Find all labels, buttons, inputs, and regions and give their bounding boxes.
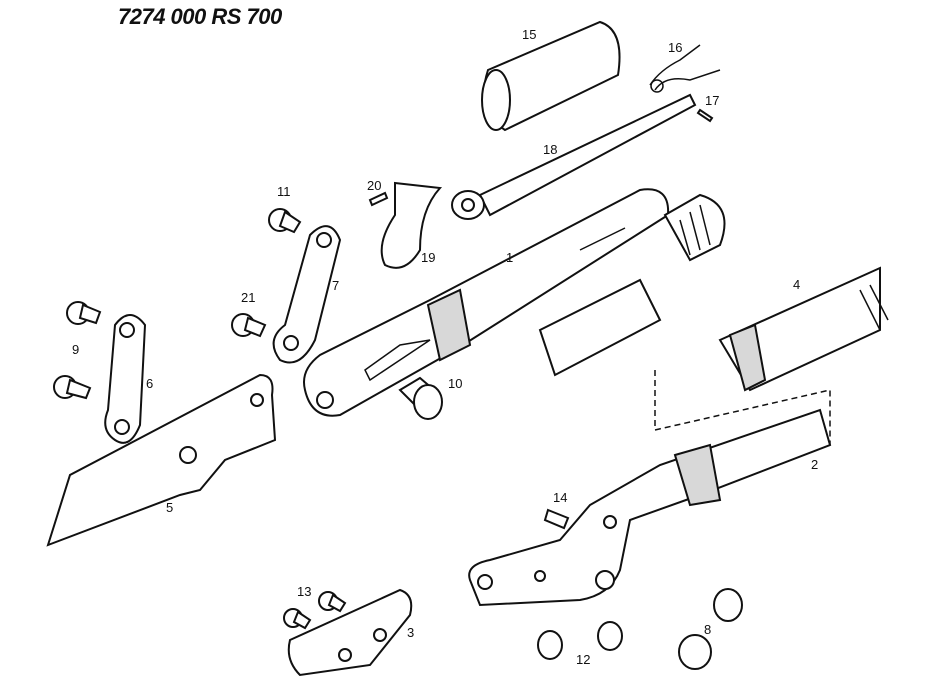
part-8-caps <box>678 588 743 670</box>
label-8: 8 <box>704 622 711 637</box>
part-15-sleeve <box>481 20 621 132</box>
label-4: 4 <box>793 277 800 292</box>
part-16-spring <box>649 44 721 93</box>
part-3-anvil <box>287 588 413 677</box>
label-20: 20 <box>367 178 381 193</box>
label-15: 15 <box>522 27 536 42</box>
label-16: 16 <box>668 40 682 55</box>
part-7-link <box>272 225 342 364</box>
label-10: 10 <box>448 376 462 391</box>
part-18-rod <box>451 93 697 220</box>
part-21-bolt <box>231 313 267 338</box>
part-12-caps <box>537 621 623 660</box>
diagram-title: 7274 000 RS 700 <box>118 4 282 29</box>
label-14: 14 <box>553 490 567 505</box>
label-3: 3 <box>407 625 414 640</box>
part-1-upper-handle <box>303 188 726 417</box>
label-9: 9 <box>72 342 79 357</box>
part-13-bolt <box>283 591 347 630</box>
part-17-pin <box>696 108 714 123</box>
part-5-blade <box>46 373 277 547</box>
label-1: 1 <box>506 250 513 265</box>
label-11: 11 <box>277 184 291 199</box>
label-18: 18 <box>543 142 557 157</box>
label-13: 13 <box>297 584 311 599</box>
part-6-link <box>104 314 147 444</box>
part-10-bumper <box>398 376 443 420</box>
part-20-screw <box>368 191 389 207</box>
part-9-bolt <box>53 301 102 400</box>
label-17: 17 <box>705 93 719 108</box>
label-21: 21 <box>241 290 255 305</box>
break-line <box>654 370 831 445</box>
label-2: 2 <box>811 457 818 472</box>
part-11-bolt <box>268 208 302 234</box>
part-4-grip <box>718 266 889 392</box>
grip-segment <box>538 278 662 377</box>
label-5: 5 <box>166 500 173 515</box>
part-19-cover <box>380 181 443 269</box>
label-6: 6 <box>146 376 153 391</box>
part-2-lower-handle <box>468 408 832 607</box>
label-12: 12 <box>576 652 590 667</box>
label-7: 7 <box>332 278 339 293</box>
part-14-stud <box>543 508 570 530</box>
label-19: 19 <box>421 250 435 265</box>
